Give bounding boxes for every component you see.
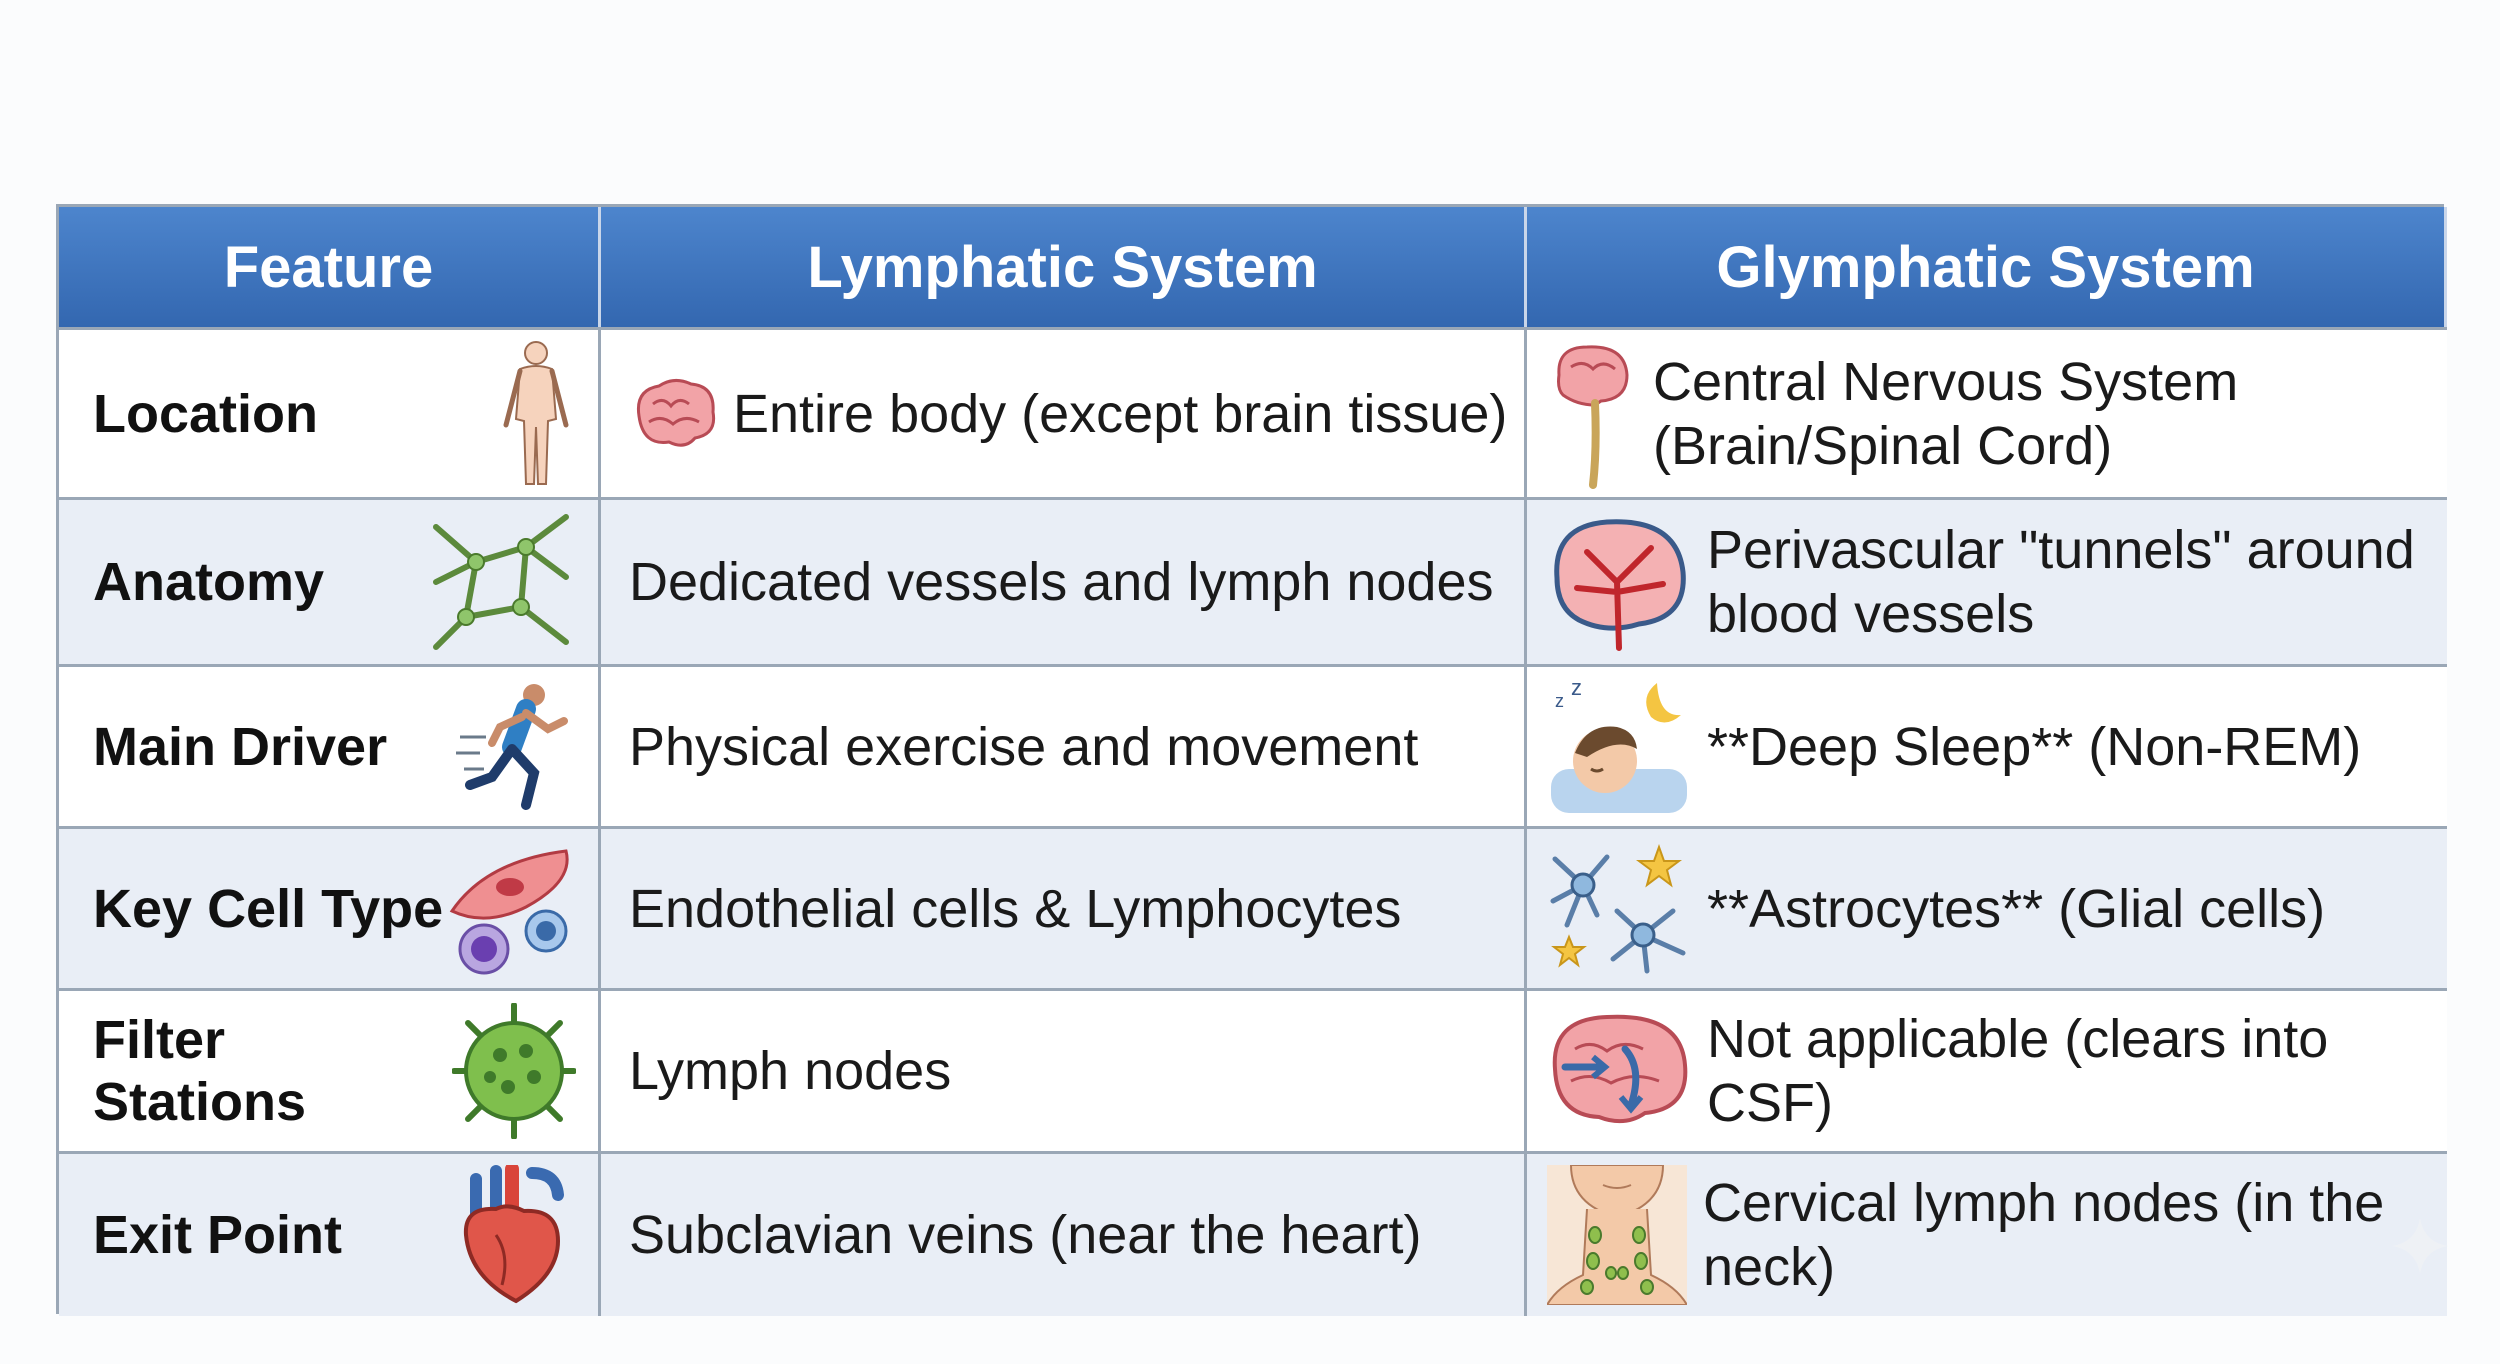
brain-icon bbox=[636, 378, 716, 447]
row-location-feature: Location bbox=[59, 327, 601, 497]
brain-csf-flow-icon bbox=[1552, 1014, 1688, 1124]
heart-icon bbox=[463, 1165, 564, 1304]
row-exit-point-lymphatic: Subclavian veins (near the heart) bbox=[601, 1151, 1527, 1316]
lymphatic-text: Subclavian veins (near the heart) bbox=[629, 1205, 1422, 1265]
lymphatic-text: Physical exercise and movement bbox=[629, 716, 1419, 777]
header-feature: Feature bbox=[59, 207, 601, 327]
lymphatic-text: Lymph nodes bbox=[629, 1041, 952, 1101]
glymphatic-text: **Astrocytes** (Glial cells) bbox=[1707, 878, 2326, 939]
cells-icon bbox=[449, 848, 569, 974]
sparkle-icon bbox=[2392, 1218, 2448, 1274]
lymph-node-icon bbox=[452, 1003, 576, 1139]
runner-icon bbox=[456, 683, 568, 810]
sleeping-person-icon: z z bbox=[1551, 677, 1687, 813]
row-key-cell-type-glymphatic: **Astrocytes** (Glial cells) bbox=[1527, 826, 2447, 988]
row-location-lymphatic: Entire body (except brain tissue) bbox=[601, 327, 1527, 497]
feature-label: Exit Point bbox=[93, 1205, 343, 1265]
comparison-table: Feature Lymphatic System Glymphatic Syst… bbox=[56, 204, 2447, 1316]
brain-blood-vessels-icon bbox=[1554, 519, 1686, 651]
lymphatic-text: Endothelial cells & Lymphocytes bbox=[629, 878, 1402, 939]
lymphatic-text: Entire body (except brain tissue) bbox=[733, 383, 1508, 444]
glymphatic-text: Central Nervous System (Brain/Spinal Cor… bbox=[1653, 351, 2239, 476]
human-body-icon bbox=[503, 340, 569, 485]
header-lymphatic: Lymphatic System bbox=[601, 207, 1527, 327]
feature-label: Main Driver bbox=[93, 716, 388, 777]
svg-text:z: z bbox=[1555, 691, 1564, 711]
lymph-vessel-network-icon bbox=[433, 514, 569, 650]
svg-text:z: z bbox=[1571, 677, 1582, 700]
header-glymphatic: Glymphatic System bbox=[1527, 207, 2447, 327]
row-key-cell-type-lymphatic: Endothelial cells & Lymphocytes bbox=[601, 826, 1527, 988]
glymphatic-text: Perivascular "tunnels" around blood vess… bbox=[1707, 520, 2415, 644]
row-location-glymphatic: Central Nervous System (Brain/Spinal Cor… bbox=[1527, 327, 2447, 497]
lymphatic-text: Dedicated vessels and lymph nodes bbox=[629, 552, 1494, 612]
astrocytes-icon bbox=[1550, 843, 1686, 973]
feature-label: Filter Stations bbox=[93, 1010, 307, 1132]
row-anatomy-lymphatic: Dedicated vessels and lymph nodes bbox=[601, 497, 1527, 664]
row-main-driver-feature: Main Driver bbox=[59, 664, 601, 826]
row-filter-stations-glymphatic: Not applicable (clears into CSF) bbox=[1527, 988, 2447, 1151]
row-key-cell-type-feature: Key Cell Type bbox=[59, 826, 601, 988]
row-filter-stations-lymphatic: Lymph nodes bbox=[601, 988, 1527, 1151]
neck-lymph-nodes-icon bbox=[1547, 1165, 1687, 1305]
row-main-driver-glymphatic: z z **Deep Sleep** (Non-REM) bbox=[1527, 664, 2447, 826]
row-anatomy-feature: Anatomy bbox=[59, 497, 601, 664]
feature-label: Location bbox=[93, 383, 318, 444]
glymphatic-text: Cervical lymph nodes (in the neck) bbox=[1703, 1173, 2385, 1297]
row-anatomy-glymphatic: Perivascular "tunnels" around blood vess… bbox=[1527, 497, 2447, 664]
row-exit-point-feature: Exit Point bbox=[59, 1151, 601, 1316]
feature-label: Key Cell Type bbox=[93, 878, 444, 939]
glymphatic-text: Not applicable (clears into CSF) bbox=[1707, 1009, 2329, 1133]
row-exit-point-glymphatic: Cervical lymph nodes (in the neck) bbox=[1527, 1151, 2447, 1316]
row-filter-stations-feature: Filter Stations bbox=[59, 988, 601, 1151]
glymphatic-text: **Deep Sleep** (Non-REM) bbox=[1707, 716, 2362, 777]
feature-label: Anatomy bbox=[93, 552, 325, 612]
brain-spinal-cord-icon bbox=[1557, 344, 1629, 489]
row-main-driver-lymphatic: Physical exercise and movement bbox=[601, 664, 1527, 826]
